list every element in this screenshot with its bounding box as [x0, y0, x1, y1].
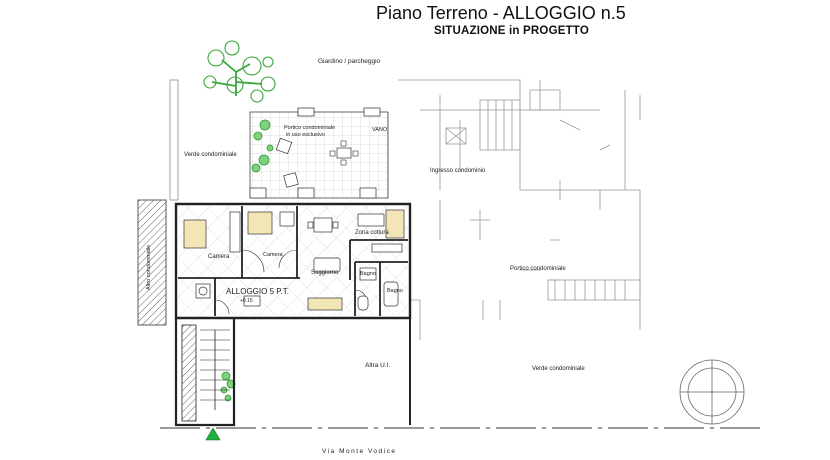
- tree-icon: [203, 40, 276, 103]
- label-altro-ui: Altra U.I.: [365, 362, 390, 369]
- label-alloggio: ALLOGGIO 5 P.T.: [226, 287, 289, 296]
- label-vano: VANO: [372, 127, 388, 133]
- label-soggiorno: Soggiorno: [311, 270, 339, 276]
- label-bagno-1: Bagno: [360, 271, 376, 277]
- label-portico-uso: in uso esclusivo: [286, 132, 325, 138]
- label-verde-bottom: Verde condominiale: [532, 366, 585, 372]
- label-giardino: Giardino / parcheggio: [318, 58, 381, 65]
- label-via: Via Monte Vodice: [322, 448, 396, 455]
- label-camera-1: Camera: [208, 254, 230, 260]
- garden-hatch: [137, 199, 167, 326]
- label-portico-right: Portico condominiale: [510, 266, 566, 272]
- label-quota: +0.15: [240, 298, 253, 304]
- label-ingresso: Ingresso condominio: [430, 168, 486, 174]
- label-camera-2: Camera: [263, 252, 284, 258]
- label-altra-sagoma: Altro condominiale: [146, 245, 152, 290]
- page-subtitle: SITUAZIONE in PROGETTO: [434, 25, 589, 37]
- context-buildings: [398, 79, 641, 340]
- label-bagno-2: Bagno: [387, 288, 403, 294]
- interior-walls: [178, 206, 408, 316]
- page-title: Piano Terreno - ALLOGGIO n.5: [376, 3, 626, 23]
- entrance-arrow-icon: [205, 427, 221, 441]
- portico-area: [249, 107, 389, 199]
- stair-block: [174, 317, 411, 427]
- label-verde-left: Verde condominiale: [184, 152, 237, 158]
- label-cucina: Zona cottura: [355, 230, 389, 236]
- verde-left-strip: [169, 79, 179, 201]
- label-portico-top: Portico condominiale: [284, 125, 335, 131]
- furniture: [183, 209, 405, 311]
- compass-icon: [679, 359, 745, 425]
